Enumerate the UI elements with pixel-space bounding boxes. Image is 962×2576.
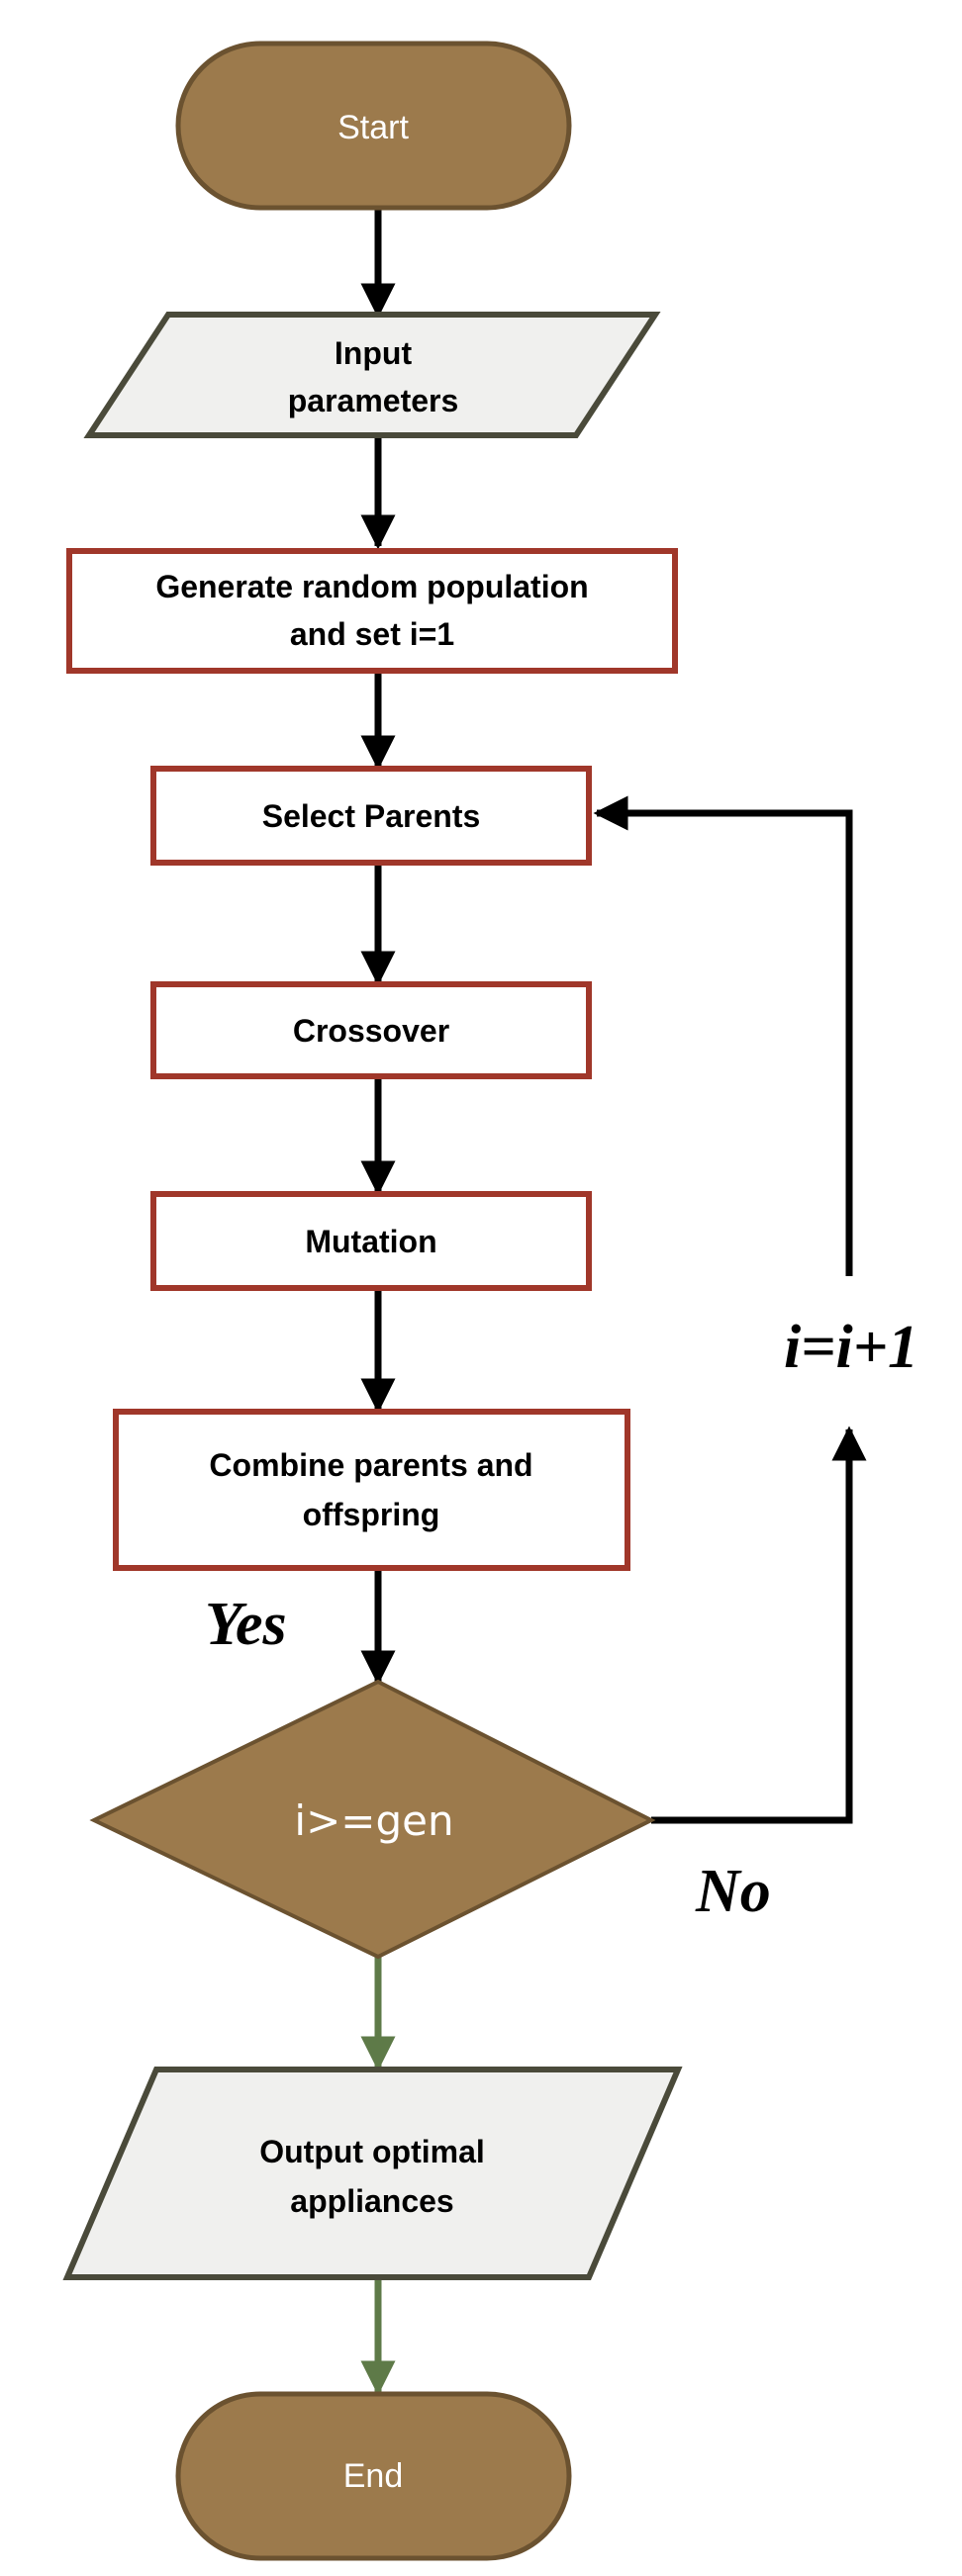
generate-population-node: Generate random population and set i=1	[66, 548, 678, 674]
decision-label: i>=gen	[294, 1796, 453, 1845]
output-line2: appliances	[290, 2183, 453, 2219]
input-line2: parameters	[288, 383, 459, 418]
crossover-node: Crossover	[150, 981, 592, 1079]
combine-line1: Combine parents and	[209, 1447, 532, 1483]
input-parameters-node: Input parameters	[83, 312, 661, 438]
select-parents-node: Select Parents	[150, 766, 592, 866]
increment-label: i=i+1	[784, 1314, 918, 1381]
mutation-label: Mutation	[305, 1224, 436, 1259]
decision-node: i>=gen	[89, 1679, 656, 1960]
connectors	[360, 208, 867, 2396]
output-line1: Output optimal	[259, 2134, 485, 2169]
start-terminal: Start	[175, 41, 572, 211]
generate-line1: Generate random population	[155, 569, 588, 604]
mutation-node: Mutation	[150, 1191, 592, 1291]
no-label: No	[695, 1858, 771, 1925]
end-label: End	[343, 2457, 404, 2495]
generate-line2: and set i=1	[290, 616, 454, 652]
start-label: Start	[337, 109, 409, 146]
end-terminal: End	[175, 2391, 572, 2561]
select-parents-label: Select Parents	[262, 798, 481, 834]
output-node: Output optimal appliances	[62, 2067, 683, 2280]
input-line1: Input	[335, 335, 413, 371]
combine-line2: offspring	[303, 1497, 440, 1532]
combine-node: Combine parents and offspring	[113, 1409, 630, 1571]
crossover-label: Crossover	[293, 1013, 449, 1049]
arrow-no-loop	[651, 1426, 867, 1824]
arrow-increment-to-select	[593, 795, 853, 1276]
yes-label: Yes	[205, 1591, 287, 1658]
